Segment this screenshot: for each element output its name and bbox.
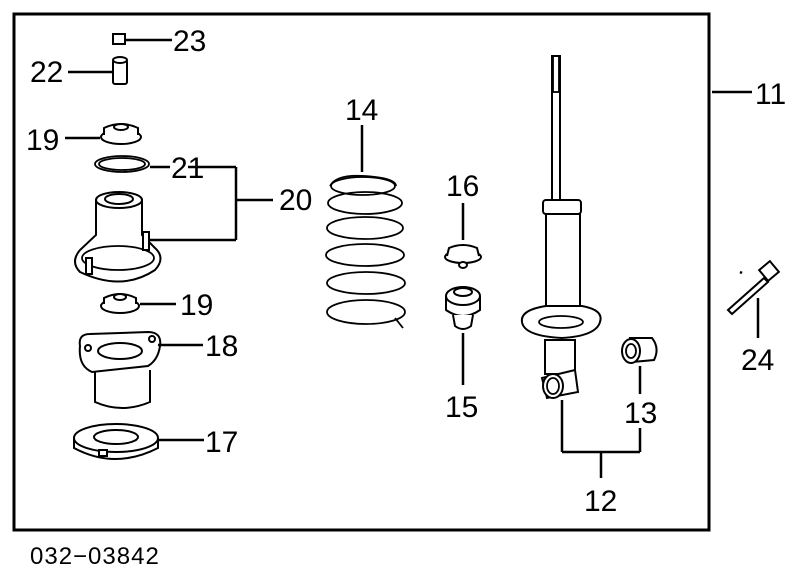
part-19-top-washer [65, 123, 142, 145]
part-21-ring [94, 155, 170, 173]
part-24-bolt [726, 259, 781, 338]
part-16-cap [444, 203, 482, 269]
diagram-frame [12, 12, 711, 532]
label-23: 23 [173, 25, 206, 58]
part-19-lower-washer [100, 293, 176, 314]
part-14-coil-spring [325, 125, 406, 329]
label-13: 13 [624, 397, 657, 430]
label-14: 14 [345, 94, 378, 127]
label-20: 20 [279, 184, 312, 217]
label-19-top: 19 [26, 124, 59, 157]
label-15: 15 [445, 391, 478, 424]
part-17-insulator [73, 423, 204, 460]
part-15-bump-stop [445, 286, 481, 385]
part-20-upper-mount [74, 165, 273, 283]
label-21: 21 [171, 152, 204, 185]
part-13-bushing [621, 337, 658, 394]
part-12-leader [560, 400, 642, 478]
part-11-shock-absorber [520, 55, 752, 400]
label-18: 18 [205, 330, 238, 363]
diagram-code: 032−03842 [30, 543, 160, 570]
label-12: 12 [584, 485, 617, 518]
label-24: 24 [741, 344, 774, 377]
label-17: 17 [205, 426, 238, 459]
label-22: 22 [30, 56, 63, 89]
part-23-nut [112, 33, 172, 45]
label-19-lower: 19 [180, 289, 213, 322]
label-16: 16 [446, 170, 479, 203]
part-22-sleeve [68, 56, 128, 85]
label-11: 11 [755, 78, 786, 111]
part-18-spring-seat [78, 330, 203, 409]
